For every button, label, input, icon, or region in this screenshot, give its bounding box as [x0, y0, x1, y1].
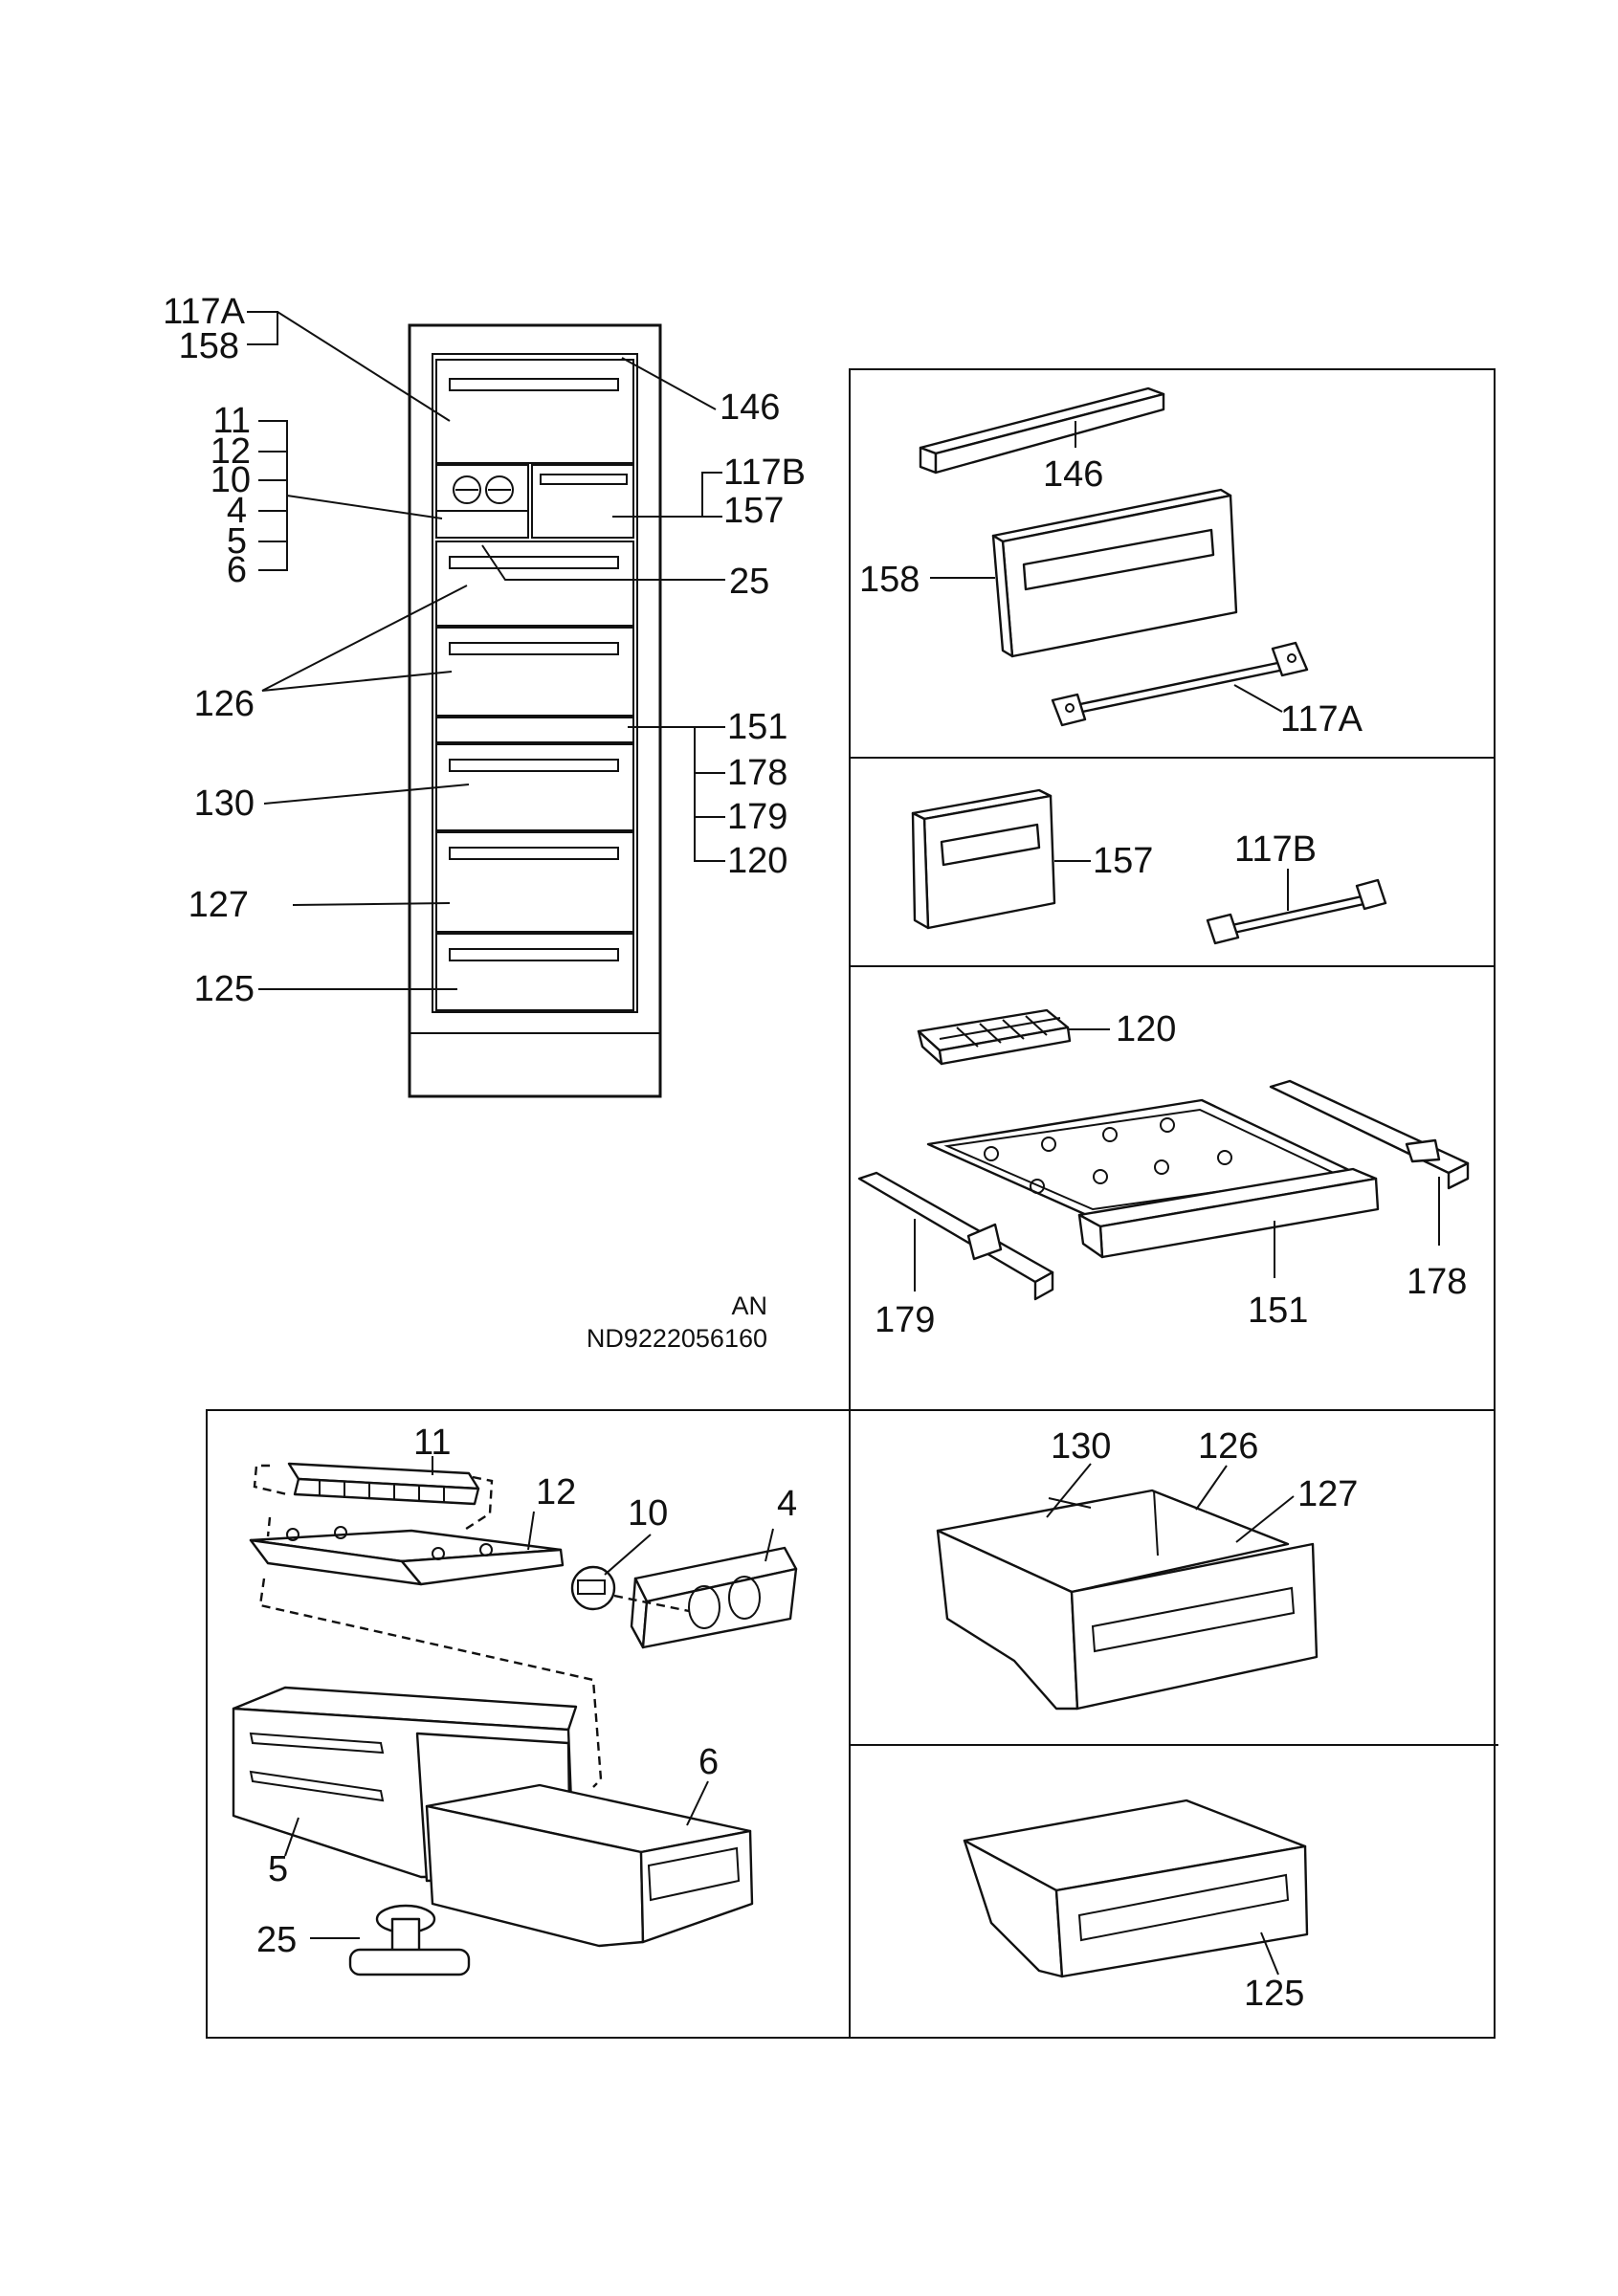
small-drawer-6 [639, 1829, 754, 1944]
drawing-code-line2: ND9222056160 [587, 1324, 767, 1353]
label-12: 12 [536, 1472, 576, 1512]
label-117a: 117A [1280, 699, 1363, 740]
knob-icon [485, 475, 514, 504]
label-146: 146 [720, 387, 780, 428]
drawer-125 [963, 1839, 1064, 1978]
label-126: 126 [1198, 1426, 1258, 1467]
panel-small-flap: 157 117B [911, 788, 1387, 945]
label-178: 178 [1407, 1262, 1467, 1302]
label-130: 130 [194, 784, 255, 824]
drawer-front-127 [1070, 1542, 1319, 1711]
label-5: 5 [227, 521, 247, 562]
cabinet-outline [408, 323, 662, 1098]
label-179: 179 [727, 797, 787, 837]
label-11: 11 [213, 401, 251, 441]
drawer-5 [435, 933, 634, 1011]
control-panel [435, 464, 529, 539]
label-117a: 117A [163, 292, 246, 332]
label-157: 157 [1093, 841, 1153, 881]
label-151: 151 [727, 707, 787, 747]
label-120: 120 [1116, 1009, 1176, 1049]
rail-179 [857, 1171, 1054, 1284]
label-11: 11 [413, 1423, 451, 1463]
drawer-3 [435, 743, 634, 831]
label-10: 10 [211, 460, 251, 500]
label-127: 127 [188, 885, 249, 925]
label-10: 10 [628, 1493, 668, 1534]
label-117b: 117B [723, 453, 806, 493]
drawer-4 [435, 831, 634, 933]
label-12: 12 [211, 431, 251, 472]
label-127: 127 [1297, 1474, 1358, 1514]
panel-drawer: 130 126 127 [936, 1426, 1358, 1711]
freezer-cabinet-overview: 117A 158 146 11 12 10 4 5 6 117B 157 25 … [163, 292, 806, 1353]
label-117b: 117B [1234, 829, 1317, 870]
label-157: 157 [723, 491, 784, 531]
top-flap [435, 359, 634, 464]
label-179: 179 [875, 1300, 935, 1340]
label-178: 178 [727, 753, 787, 793]
label-4: 4 [227, 491, 247, 531]
small-flap [531, 464, 634, 539]
panel-top-flap: 146 158 117A [859, 386, 1363, 740]
label-130: 130 [1051, 1426, 1111, 1467]
label-151: 151 [1248, 1291, 1308, 1331]
panel-controls: 11 12 10 4 5 [232, 1423, 798, 1976]
drawing-code-line1: AN [731, 1292, 767, 1320]
label-158: 158 [179, 326, 239, 366]
label-6: 6 [227, 550, 247, 590]
label-126: 126 [194, 684, 255, 724]
label-125: 125 [1244, 1974, 1304, 2014]
drawer-1 [435, 541, 634, 627]
ice-shelf [435, 717, 634, 743]
label-146: 146 [1043, 454, 1103, 495]
knob-icon [453, 475, 481, 504]
hinge-bar-117a [1060, 660, 1286, 718]
drawer-2 [435, 627, 634, 717]
cabinet-inner [432, 353, 638, 1013]
label-158: 158 [859, 560, 920, 600]
hinge-bar-117b [1217, 894, 1370, 938]
label-6: 6 [698, 1742, 719, 1782]
panel-frames [206, 368, 1498, 2039]
label-125: 125 [194, 969, 255, 1009]
thermostat-knob-10 [570, 1565, 616, 1611]
panel-ice-shelf: 120 151 178 179 [857, 1008, 1470, 1340]
label-4: 4 [777, 1484, 797, 1524]
label-120: 120 [727, 841, 787, 881]
label-25: 25 [729, 562, 769, 602]
label-25: 25 [256, 1920, 297, 1960]
label-5: 5 [268, 1849, 288, 1889]
panel-bottom-drawer: 125 [963, 1799, 1309, 2014]
